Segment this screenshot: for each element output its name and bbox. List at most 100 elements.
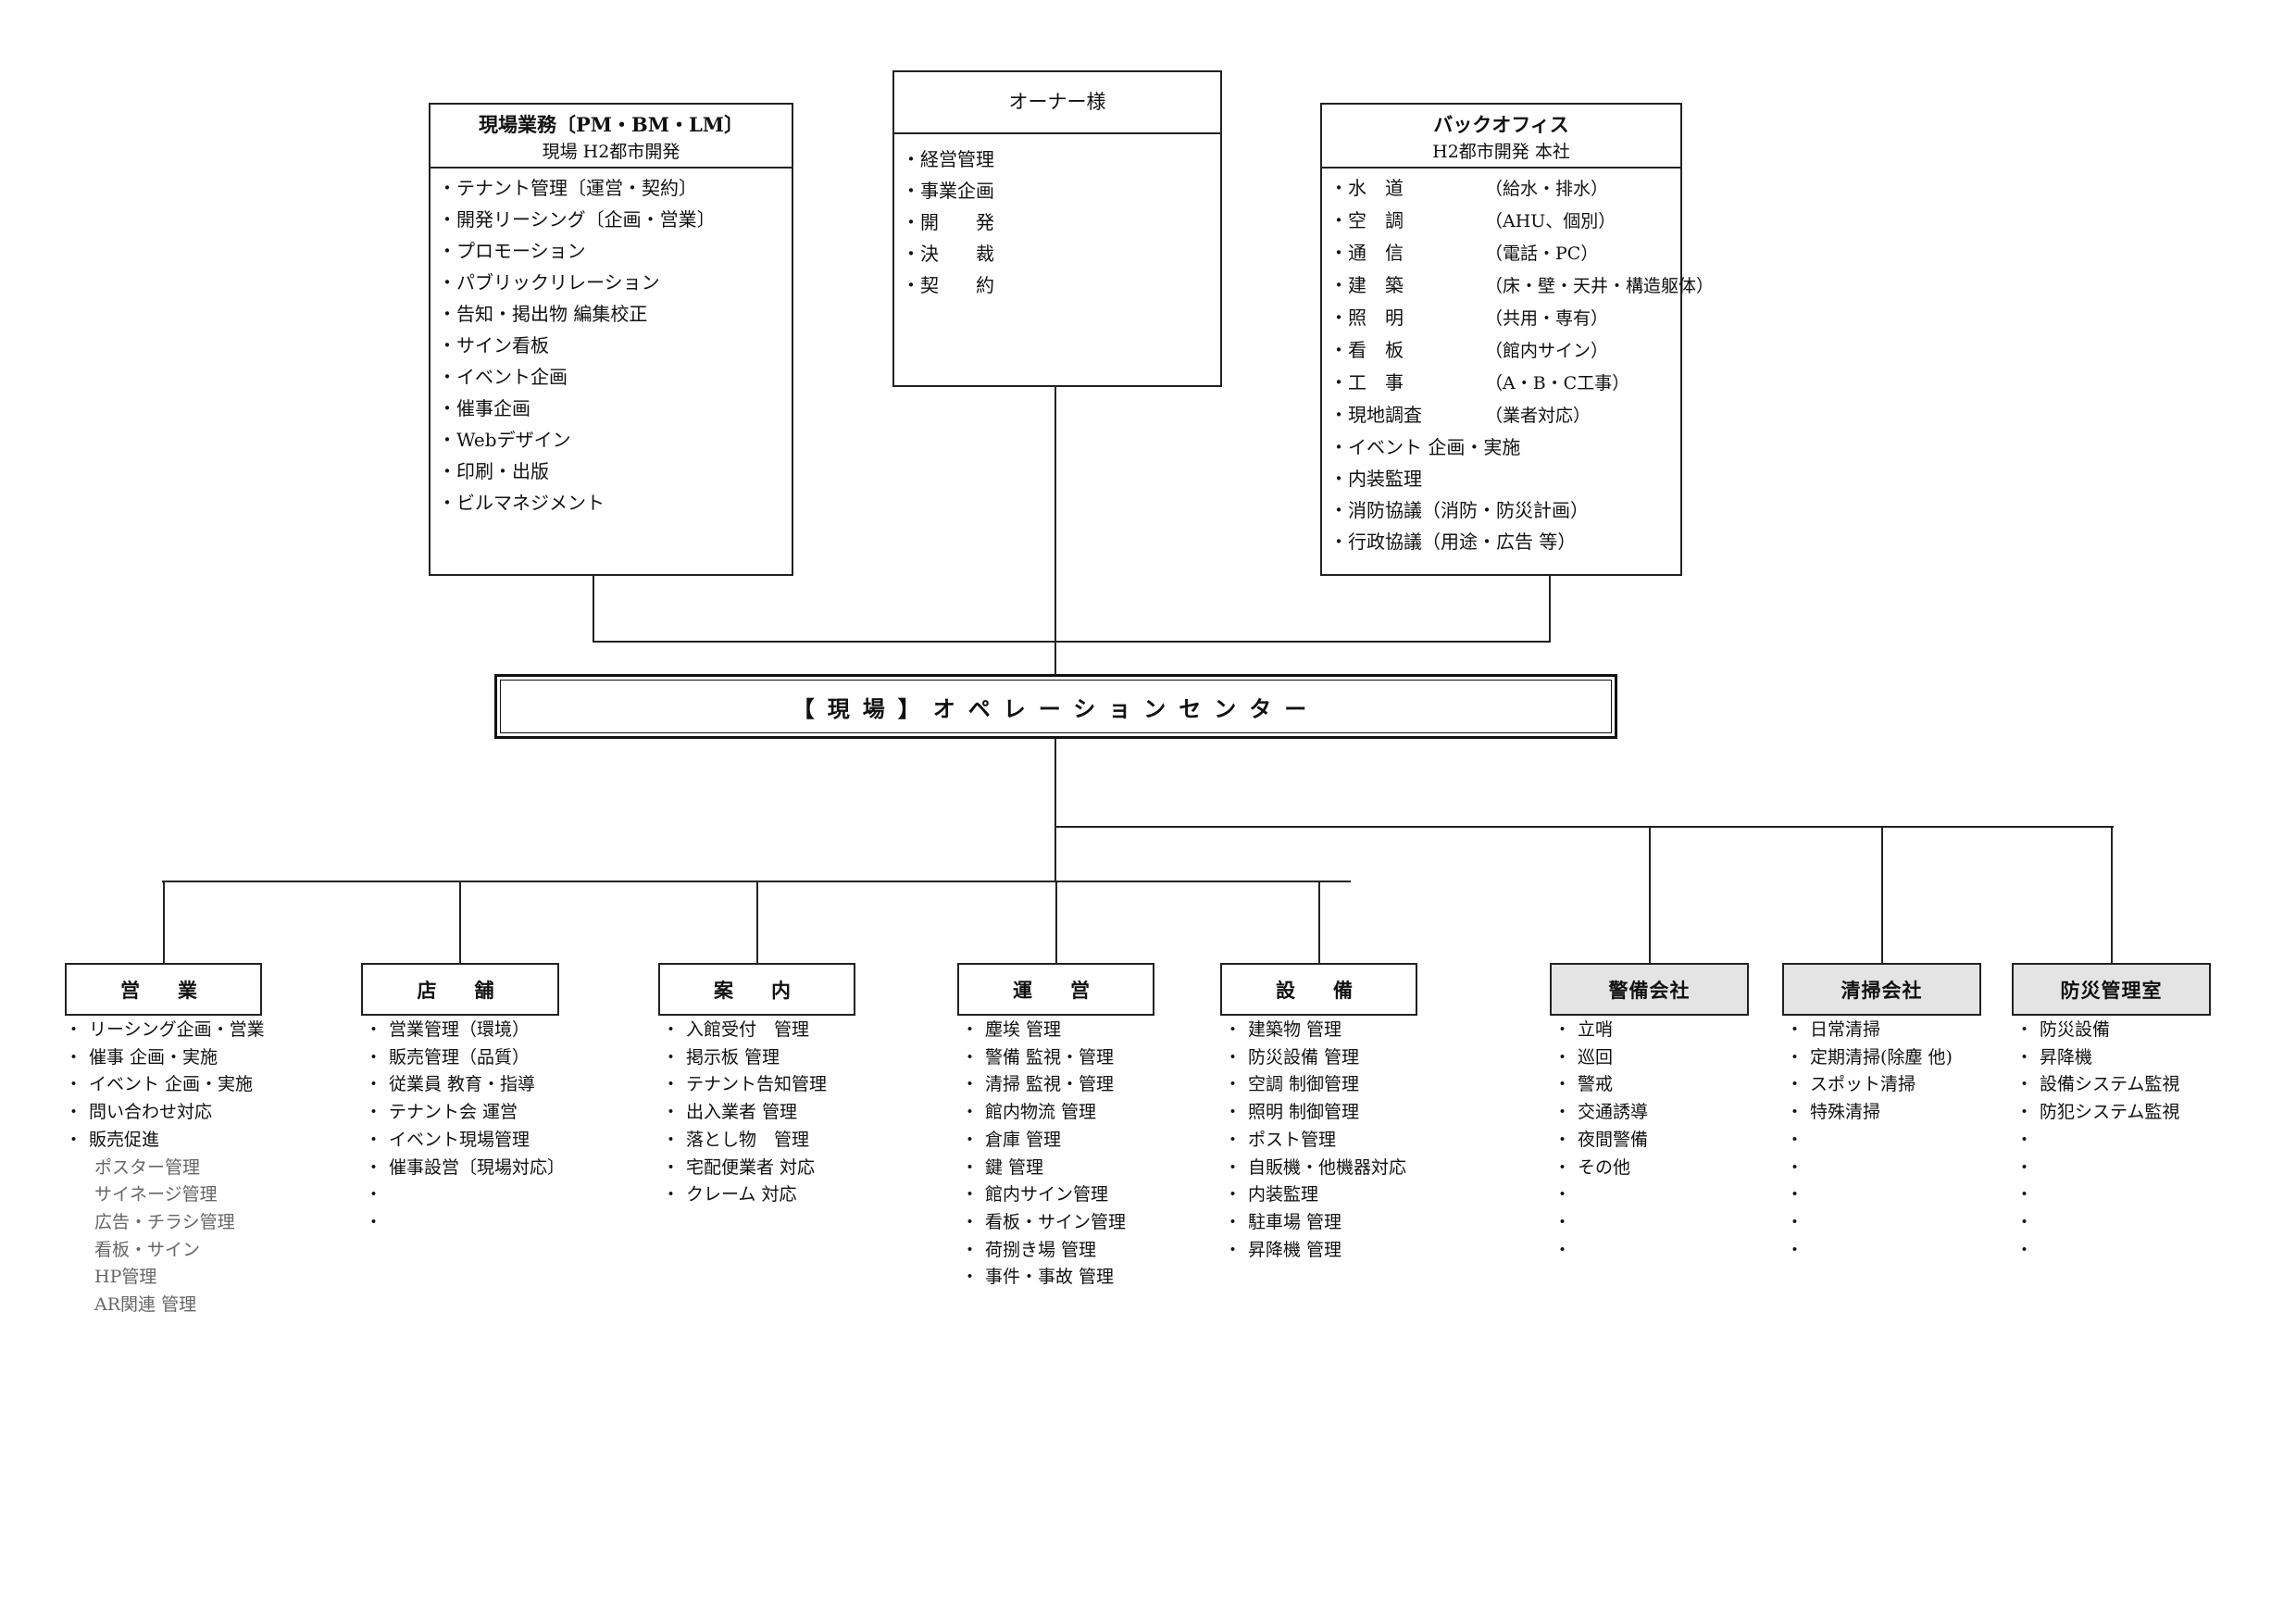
bullet-icon: ・ [662, 1156, 680, 1178]
item-text: 倉庫 管理 [985, 1129, 1062, 1150]
list-item: ・クレーム 対応 [662, 1181, 827, 1209]
bullet-icon: ・ [961, 1239, 980, 1260]
bullet-icon: ・ [65, 1046, 83, 1068]
item-text: 日常清掃 [1810, 1019, 1881, 1040]
list-item: ・ [365, 1209, 565, 1237]
list-item: ・立哨 [1554, 1017, 1648, 1044]
list-item: ・日常清掃 [1786, 1017, 1953, 1044]
bullet-icon: ・ [961, 1019, 980, 1040]
item-text: リーシング企画・営業 [89, 1019, 265, 1040]
item-text: 宅配便業者 対応 [686, 1156, 816, 1178]
list-item: ビルマネジメント [438, 487, 792, 518]
bullet-icon: ・ [1224, 1046, 1242, 1068]
list-item: 開発リーシング〔企画・営業〕 [438, 204, 792, 235]
bullet-icon: ・ [2015, 1129, 2034, 1150]
list-item: ・設備システム監視 [2015, 1071, 2179, 1099]
list-item: 経営管理 [902, 144, 1220, 175]
connector-line [2111, 826, 2113, 963]
item-text: 館内物流 管理 [985, 1102, 1097, 1123]
bullet-icon: ・ [365, 1156, 383, 1178]
bullet-icon: ・ [365, 1102, 383, 1123]
list-item: 契 約 [902, 269, 1220, 301]
list-item: ・看板・サイン管理 [961, 1209, 1126, 1237]
bullet-icon: ・ [65, 1019, 83, 1040]
bullet-icon: ・ [662, 1074, 680, 1095]
list-item: 消防協議（消防・防災計画） [1329, 494, 1680, 526]
list-item: ・入館受付 管理 [662, 1017, 827, 1044]
list-item: 印刷・出版 [438, 456, 792, 487]
list-item: ・鍵 管理 [961, 1155, 1126, 1182]
list-item: 現地調査（業者対応） [1329, 399, 1680, 431]
item-text: 昇降機 管理 [1248, 1239, 1342, 1260]
list-item: ・催事設営〔現場対応〕 [365, 1155, 565, 1182]
list-item: ・昇降機 [2015, 1044, 2179, 1072]
list-item: ・館内サイン管理 [961, 1181, 1126, 1209]
bullet-icon: ・ [1554, 1129, 1572, 1150]
bullet-icon: ・ [1224, 1102, 1242, 1123]
bullet-icon: ・ [2015, 1184, 2034, 1206]
item-detail: （共用・専有） [1485, 308, 1609, 329]
bullet-icon: ・ [1554, 1019, 1572, 1040]
list-item: ・ [2015, 1237, 2179, 1265]
list-item: 空 調（AHU、個別） [1329, 205, 1680, 237]
item-text: 昇降機 [2040, 1046, 2093, 1068]
list-item: ・倉庫 管理 [961, 1127, 1126, 1155]
department-title: 設 備 [1276, 978, 1362, 1002]
bullet-icon: ・ [1786, 1129, 1804, 1150]
item-text: 特殊清掃 [1810, 1102, 1881, 1123]
connector-line [1054, 387, 1056, 674]
bullet-icon: ・ [1554, 1046, 1572, 1068]
item-label: 行政協議（用途・広告 等） [1348, 531, 1577, 553]
item-text: 催事設営〔現場対応〕 [389, 1156, 566, 1178]
list-item: ・荷捌き場 管理 [961, 1237, 1126, 1265]
bullet-icon: ・ [1554, 1184, 1572, 1206]
item-label: 消防協議（消防・防災計画） [1348, 499, 1589, 521]
item-label: 看 板 [1348, 339, 1404, 361]
department-box-2: 案 内 [658, 963, 855, 1016]
list-item: イベント 企画・実施 [1329, 431, 1680, 463]
list-item: テナント管理〔運営・契約〕 [438, 172, 792, 204]
bullet-icon: ・ [1786, 1074, 1804, 1095]
list-item: ・夜間警備 [1554, 1127, 1648, 1155]
bullet-icon: ・ [365, 1074, 383, 1095]
item-text: 内装監理 [1248, 1184, 1319, 1206]
item-text: HP管理 [94, 1267, 157, 1288]
item-detail: （給水・排水） [1485, 179, 1609, 199]
connector-line [1549, 576, 1551, 642]
list-item: ・内装監理 [1224, 1181, 1406, 1209]
list-item: サイン看板 [438, 330, 792, 361]
list-item: ・昇降機 管理 [1224, 1237, 1406, 1265]
bullet-icon: ・ [1786, 1046, 1804, 1068]
item-text: 交通誘導 [1578, 1102, 1649, 1123]
list-item: ・特殊清掃 [1786, 1099, 1953, 1127]
item-text: 従業員 教育・指導 [389, 1074, 536, 1095]
item-text: クレーム 対応 [686, 1184, 797, 1206]
bullet-icon: ・ [65, 1074, 83, 1095]
item-label: 空 調 [1348, 209, 1404, 231]
item-text: 防災設備 管理 [1248, 1046, 1360, 1068]
box-subtitle: H2都市開発 本社 [1432, 142, 1570, 162]
field-operations-box: 現場業務〔PM・BM・LM〕 現場 H2都市開発 テナント管理〔運営・契約〕開発… [429, 103, 793, 576]
connector-line [1881, 826, 1883, 963]
list-item: パブリックリレーション [438, 267, 792, 298]
department-title: 案 内 [714, 978, 800, 1002]
item-text: 問い合わせ対応 [89, 1102, 213, 1123]
item-text: AR関連 管理 [94, 1294, 197, 1316]
department-box-5: 警備会社 [1550, 963, 1749, 1016]
bullet-icon: ・ [365, 1211, 383, 1232]
item-detail: （館内サイン） [1485, 341, 1609, 361]
bullet-icon: ・ [1224, 1074, 1242, 1095]
bullet-icon: ・ [1786, 1156, 1804, 1178]
owner-box: オーナー様 経営管理事業企画開 発決 裁契 約 [892, 70, 1222, 387]
bullet-icon: ・ [2015, 1211, 2034, 1232]
item-text: イベント現場管理 [389, 1129, 530, 1150]
box-title: バックオフィス [1433, 113, 1569, 136]
bullet-icon: ・ [365, 1184, 383, 1206]
bullet-icon: ・ [2015, 1046, 2034, 1068]
bullet-icon: ・ [2015, 1074, 2034, 1095]
list-item: ・巡回 [1554, 1044, 1648, 1072]
list-item: ポスター管理 [65, 1155, 265, 1182]
list-item: ・営業管理（環境） [365, 1017, 565, 1044]
bullet-icon: ・ [1786, 1211, 1804, 1232]
item-text: 防犯システム監視 [2040, 1102, 2180, 1123]
